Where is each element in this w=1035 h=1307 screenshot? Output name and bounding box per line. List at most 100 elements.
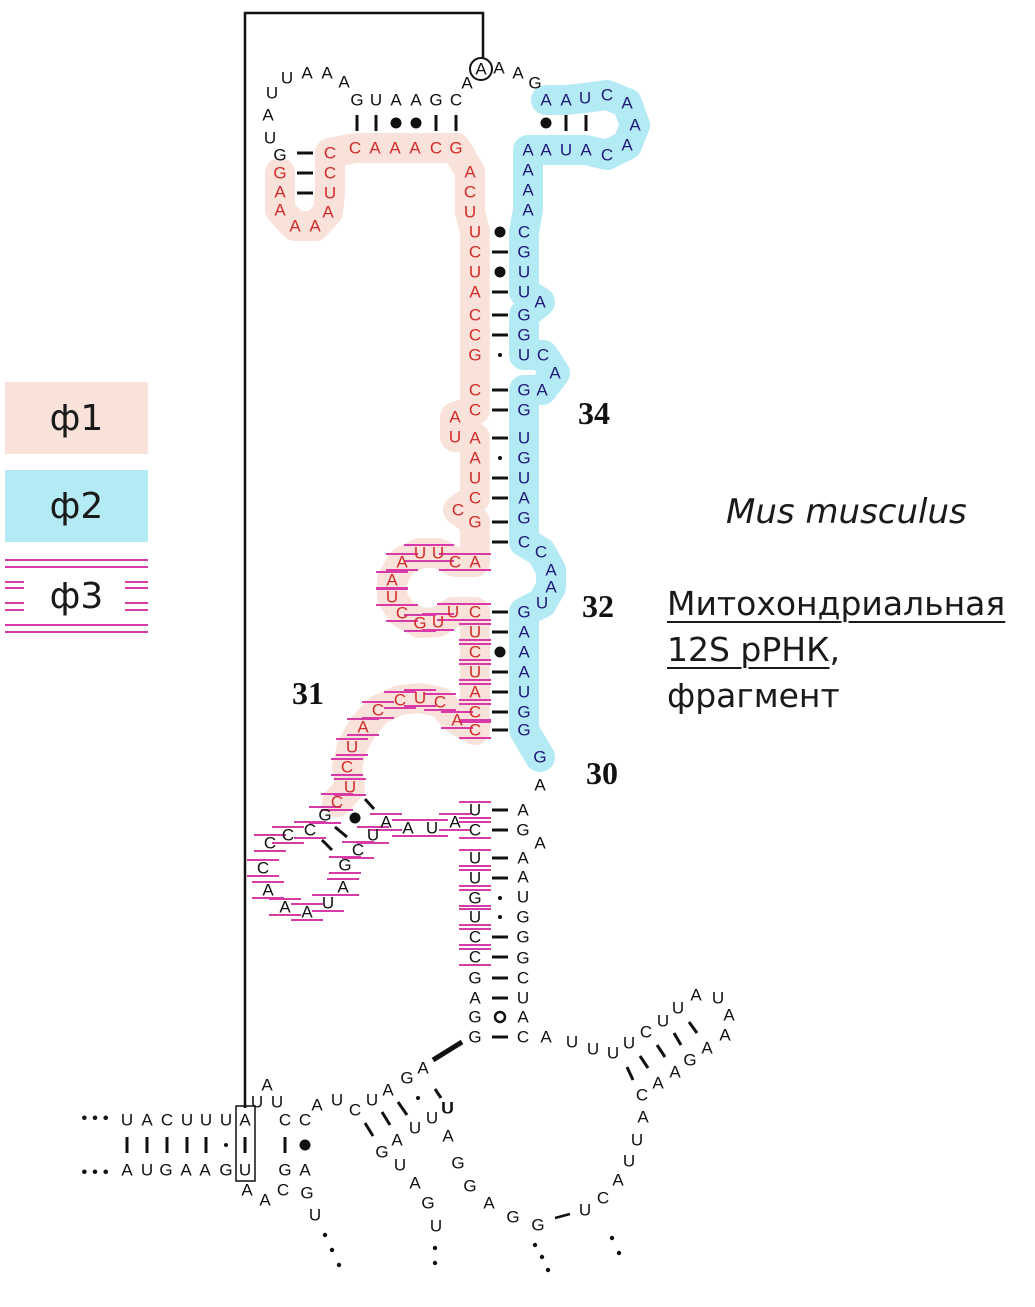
nucleotide: U (469, 908, 481, 927)
legend-f3: ф3 (5, 560, 148, 632)
diagonal-pair-line (334, 825, 348, 839)
nucleotide: A (442, 1127, 454, 1146)
nucleotide: C (349, 139, 361, 158)
nucleotide: A (274, 183, 286, 202)
nucleotide: A (536, 381, 548, 400)
continuation-dot (545, 1267, 551, 1273)
nucleotide: A (409, 139, 421, 158)
nucleotide: C (352, 841, 364, 860)
nucleotide: A (540, 1028, 552, 1047)
nucleotide: A (534, 776, 546, 795)
gu-pair-dot (410, 117, 422, 129)
nucleotide: U (370, 91, 382, 110)
nucleotide: A (380, 813, 392, 832)
nucleotide: C (469, 948, 481, 967)
nucleotide: U (239, 1161, 251, 1180)
nucleotide: C (257, 859, 269, 878)
nucleotide: G (350, 91, 363, 110)
nucleotide: G (516, 908, 529, 927)
nucleotide: A (493, 59, 505, 78)
nucleotide: A (299, 1161, 311, 1180)
nucleotide: C (517, 969, 529, 988)
diagonal-pair-line (672, 1032, 683, 1046)
nucleotide: G (531, 1216, 544, 1235)
nucleotide: A (369, 139, 381, 158)
nucleotide: A (311, 1096, 323, 1115)
nucleotide: A (469, 429, 481, 448)
nucleotide: C (430, 139, 442, 158)
nucleotide: A (612, 1171, 624, 1190)
nucleotide: G (273, 146, 286, 165)
nucleotide: C (469, 489, 481, 508)
f2-band (509, 80, 650, 772)
nucleotide: U (266, 84, 278, 103)
nucleotide: C (537, 346, 549, 365)
nucleotide: U (518, 346, 530, 365)
nucleotide: A (534, 834, 546, 853)
diagonal-pair-line (363, 1122, 375, 1137)
nucleotide: G (318, 806, 331, 825)
nucleotide: A (652, 1074, 664, 1093)
weak-pair-dot (498, 896, 502, 900)
nucleotide: C (469, 721, 481, 740)
connector-lines (235, 11, 571, 1220)
continuation-dot (432, 1260, 438, 1266)
fragment-label: фрагмент (667, 676, 840, 715)
nucleotide: A (518, 623, 530, 642)
nucleotide: G (375, 1143, 388, 1162)
legend-f1-label: ф1 (49, 397, 104, 439)
legend-f3-stripes (5, 559, 148, 633)
nucleotide: U (517, 888, 529, 907)
continuation-dot (329, 1247, 335, 1253)
nucleotide: C (394, 691, 406, 710)
strand-continuation-dots: • • • (81, 1109, 108, 1128)
nucleotide: A (540, 141, 552, 160)
nucleotide: G (468, 889, 481, 908)
nucleotide: A (522, 141, 534, 160)
nucleotide: G (517, 703, 530, 722)
nucleotide: U (469, 869, 481, 888)
nucleotide: A (289, 217, 301, 236)
nucleotide: A (261, 1076, 273, 1095)
weak-pair-dot (498, 353, 502, 357)
nucleotide: A (512, 64, 524, 83)
molecule-name-comma: , (829, 630, 841, 669)
gu-pair-dot (494, 646, 506, 658)
nucleotide: U (469, 663, 481, 682)
nucleotide: G (468, 513, 481, 532)
nucleotide: G (516, 821, 529, 840)
nucleotide: C (636, 1086, 648, 1105)
nucleotide: U (469, 801, 481, 820)
nucleotide: A (259, 1191, 271, 1210)
nucleotide: C (331, 793, 343, 812)
nucleotide: U (657, 1012, 669, 1031)
nucleotide: G (517, 721, 530, 740)
nucleotide: C (452, 501, 464, 520)
nucleotide: A (274, 201, 286, 220)
nucleotide: A (389, 139, 401, 158)
nucleotide: U (432, 544, 444, 563)
nucleotide: U (579, 1201, 591, 1220)
nucleotide: A (309, 217, 321, 236)
nucleotide: U (447, 603, 459, 622)
nucleotide: U (322, 894, 334, 913)
nucleotide: A (719, 1026, 731, 1045)
nucleotide: G (517, 449, 530, 468)
nucleotide: G (338, 856, 351, 875)
nucleotide: G (449, 139, 462, 158)
nucleotide: G (300, 1184, 313, 1203)
nucleotide: A (449, 408, 461, 427)
nucleotide: C (372, 701, 384, 720)
nucleotide: U (141, 1161, 153, 1180)
nucleotide: A (621, 94, 633, 113)
nucleotide: A (262, 881, 274, 900)
nucleotide: C (434, 693, 446, 712)
nucleotide: G (400, 1069, 413, 1088)
nucleotide: A (475, 60, 487, 79)
nucleotide: G (528, 74, 541, 93)
nucleotide: U (394, 1156, 406, 1175)
nucleotide: A (522, 181, 534, 200)
continuation-dot (539, 1254, 545, 1260)
nucleotide: A (690, 986, 702, 1005)
